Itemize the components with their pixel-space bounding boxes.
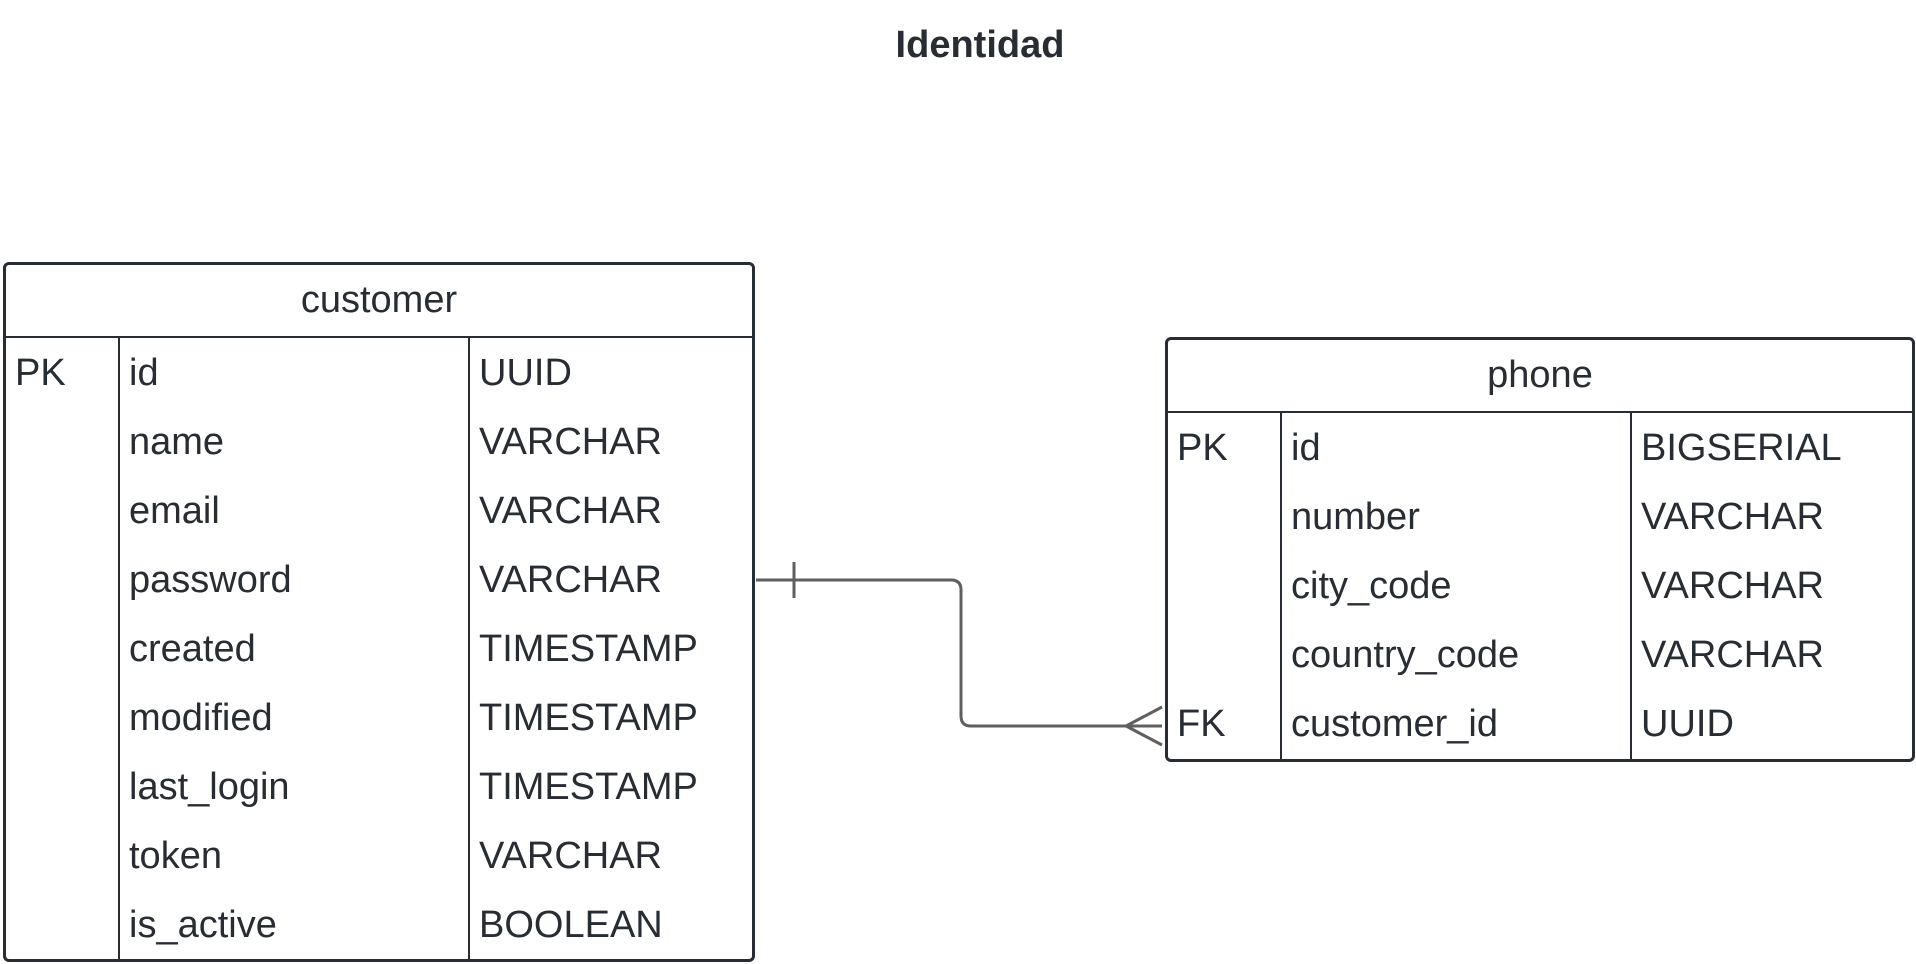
field-type-cell: VARCHAR (479, 559, 662, 601)
field-type-cell: TIMESTAMP (479, 766, 698, 808)
field-name-cell: id (1291, 427, 1321, 469)
field-name-cell: country_code (1291, 634, 1520, 676)
entity-row[interactable]: country_code VARCHAR (1168, 621, 1912, 690)
key-cell: PK (15, 352, 66, 394)
key-cell: PK (1177, 427, 1228, 469)
field-type-cell: UUID (479, 352, 572, 394)
field-name-cell: number (1291, 496, 1420, 538)
entity-row[interactable]: number VARCHAR (1168, 483, 1912, 552)
entity-customer[interactable]: customer PK id UUID name VARCHAR email V… (3, 262, 755, 962)
key-cell: FK (1177, 703, 1226, 745)
field-type-cell: VARCHAR (1641, 496, 1824, 538)
entity-row[interactable]: city_code VARCHAR (1168, 552, 1912, 621)
field-name-cell: city_code (1291, 565, 1452, 607)
field-name-cell: password (129, 559, 292, 601)
column-divider (1280, 413, 1282, 759)
entity-body-customer: PK id UUID name VARCHAR email VARCHAR pa… (6, 338, 752, 960)
entity-row[interactable]: token VARCHAR (6, 822, 752, 891)
diagram-title: Identidad (895, 24, 1065, 66)
entity-row[interactable]: PK id BIGSERIAL (1168, 414, 1912, 483)
entity-row[interactable]: created TIMESTAMP (6, 615, 752, 684)
column-divider (468, 338, 470, 960)
field-name-cell: token (129, 835, 222, 877)
field-name-cell: is_active (129, 904, 277, 946)
field-type-cell: VARCHAR (479, 835, 662, 877)
column-divider (118, 338, 120, 960)
field-type-cell: TIMESTAMP (479, 628, 698, 670)
entity-row[interactable]: modified TIMESTAMP (6, 684, 752, 753)
entity-row[interactable]: is_active BOOLEAN (6, 891, 752, 960)
entity-row[interactable]: name VARCHAR (6, 408, 752, 477)
field-name-cell: last_login (129, 766, 290, 808)
entity-row[interactable]: email VARCHAR (6, 477, 752, 546)
field-name-cell: customer_id (1291, 703, 1498, 745)
entity-row[interactable]: last_login TIMESTAMP (6, 753, 752, 822)
field-type-cell: BIGSERIAL (1641, 427, 1842, 469)
field-type-cell: TIMESTAMP (479, 697, 698, 739)
relationship-line[interactable] (756, 578, 1162, 728)
entity-header-phone: phone (1168, 340, 1912, 413)
entity-header-customer: customer (6, 265, 752, 338)
field-type-cell: VARCHAR (1641, 565, 1824, 607)
entity-body-phone: PK id BIGSERIAL number VARCHAR city_code… (1168, 413, 1912, 759)
field-type-cell: VARCHAR (479, 421, 662, 463)
entity-phone[interactable]: phone PK id BIGSERIAL number VARCHAR cit… (1165, 337, 1915, 762)
field-name-cell: name (129, 421, 225, 463)
field-name-cell: modified (129, 697, 273, 739)
many-crowfoot-marker (1122, 705, 1163, 747)
field-type-cell: VARCHAR (1641, 634, 1824, 676)
entity-row[interactable]: password VARCHAR (6, 546, 752, 615)
field-name-cell: email (129, 490, 220, 532)
column-divider (1630, 413, 1632, 759)
field-type-cell: UUID (1641, 703, 1734, 745)
field-type-cell: BOOLEAN (479, 904, 663, 946)
field-name-cell: created (129, 628, 256, 670)
entity-row[interactable]: FK customer_id UUID (1168, 690, 1912, 759)
field-type-cell: VARCHAR (479, 490, 662, 532)
entity-row[interactable]: PK id UUID (6, 339, 752, 408)
field-name-cell: id (129, 352, 159, 394)
